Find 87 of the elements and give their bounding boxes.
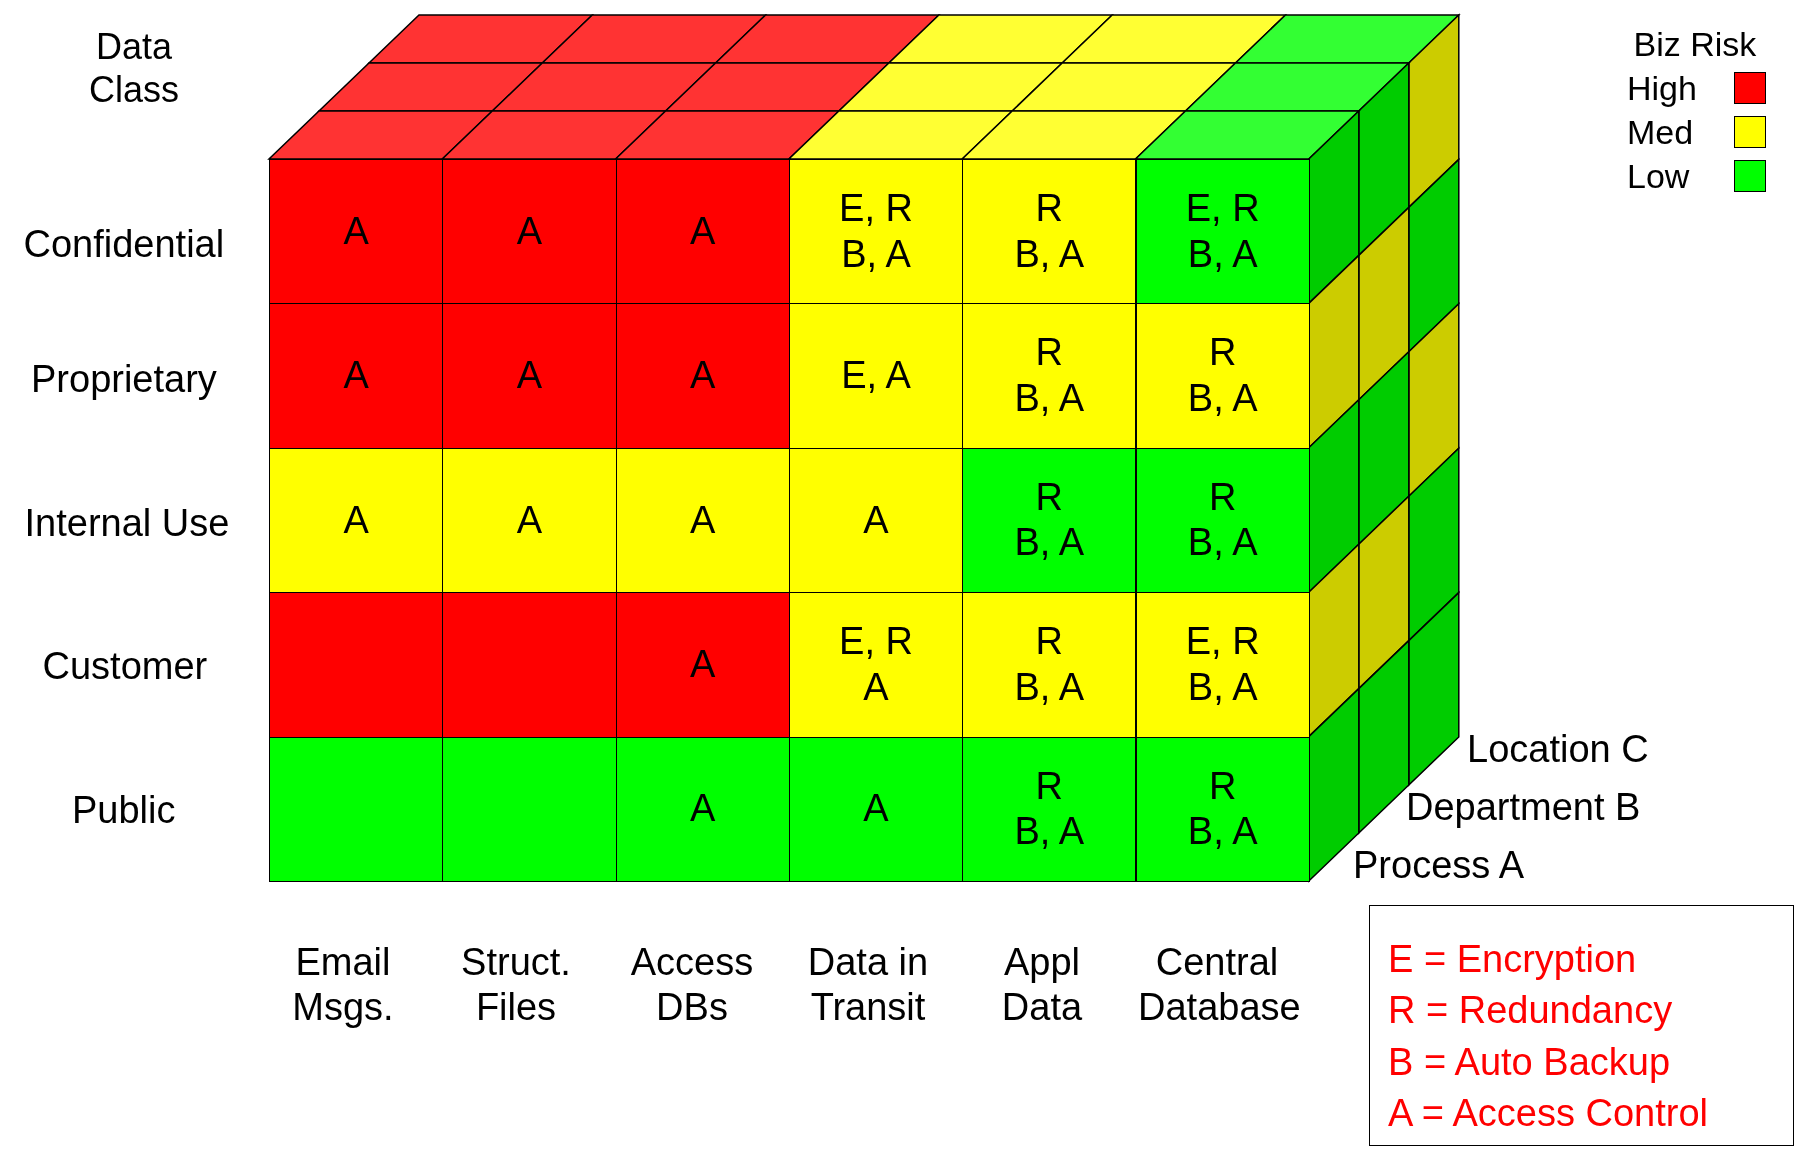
matrix-cell: [1135, 447, 1310, 594]
cell-text: B, A: [1187, 520, 1258, 566]
cell-text: B, A: [1014, 664, 1085, 710]
cell-text: B, A: [1187, 376, 1258, 422]
cell-text: R: [1208, 474, 1237, 520]
key-text: A = Access Control: [1388, 1090, 1709, 1136]
cell-text: R: [1035, 474, 1064, 520]
matrix-cell: [615, 592, 790, 738]
cell-text: B, A: [1014, 376, 1085, 422]
matrix-cell: [962, 736, 1137, 882]
matrix-cell: [962, 447, 1137, 594]
cell-text: B, A: [1187, 231, 1258, 277]
matrix-cell: [615, 736, 790, 882]
row-label: Proprietary: [31, 357, 217, 402]
cell-text: A: [863, 664, 889, 710]
key-text: B = Auto Backup: [1388, 1039, 1672, 1085]
depth-label: Process A: [1353, 843, 1525, 888]
cell-text: R: [1035, 763, 1064, 809]
matrix-cell: [1135, 736, 1310, 882]
cell-text: A: [343, 208, 369, 254]
cell-text: A: [690, 208, 716, 254]
cell-text: R: [1035, 619, 1064, 665]
key-box: [1369, 905, 1794, 1146]
legend-label: Low: [1627, 156, 1690, 197]
column-label: Data in Transit: [806, 939, 930, 1031]
matrix-cell: [962, 592, 1137, 738]
cell-text: B, A: [1187, 664, 1258, 710]
matrix-cell: [615, 303, 790, 449]
legend-label: Med: [1627, 112, 1694, 153]
cell-text: B, A: [1014, 520, 1085, 566]
cell-text: E, R: [1185, 619, 1260, 665]
cell-text: A: [516, 353, 543, 399]
matrix-cell: [615, 447, 790, 594]
column-label: Appl Data: [1000, 939, 1084, 1031]
matrix-cell: [269, 303, 444, 449]
row-label: Public: [72, 788, 176, 833]
axis-title: Data Class: [88, 25, 180, 112]
cell-text: A: [690, 353, 716, 399]
row-label: Internal Use: [24, 501, 230, 546]
cell-text: B, A: [1187, 809, 1258, 855]
cell-text: R: [1208, 763, 1237, 809]
key-text: R = Redundancy: [1388, 988, 1674, 1034]
matrix-cell: [269, 447, 444, 594]
cell-text: E, R: [839, 619, 913, 665]
matrix-cell: [1135, 592, 1310, 738]
matrix-cell: [788, 447, 964, 594]
cell-text: B, A: [841, 231, 911, 277]
matrix-cell: [962, 159, 1137, 305]
matrix-cell: [442, 447, 617, 594]
matrix-cell: [442, 159, 617, 305]
cell-text: E, R: [1185, 186, 1260, 232]
cell-text: R: [1035, 186, 1064, 232]
matrix-cell: [962, 303, 1137, 449]
matrix-cell: [442, 303, 617, 449]
cell-text: B, A: [1014, 231, 1085, 277]
cell-text: A: [343, 353, 369, 399]
legend-label: High: [1627, 68, 1697, 109]
column-label: Struct. Files: [460, 939, 572, 1031]
matrix-cell: [788, 159, 964, 305]
cell-text: B, A: [1014, 809, 1085, 855]
cell-text: E, R: [839, 186, 913, 232]
matrix-cell: [615, 159, 790, 305]
matrix-cell: [1135, 303, 1310, 449]
column-label: Access DBs: [629, 939, 755, 1031]
matrix-cell: [788, 736, 964, 882]
cell-text: E, A: [841, 353, 911, 399]
cell-text: A: [343, 497, 369, 543]
matrix-cell: [1135, 159, 1310, 305]
depth-label: Department B: [1406, 785, 1641, 830]
cell-text: A: [690, 786, 716, 832]
cell-text: A: [516, 208, 543, 254]
depth-label: Location C: [1467, 727, 1649, 772]
cell-text: R: [1208, 330, 1237, 376]
legend-title: Biz Risk: [1633, 23, 1757, 65]
cell-text: A: [863, 497, 889, 543]
cell-text: A: [516, 497, 543, 543]
matrix-cell: [269, 159, 444, 305]
key-text: E = Encryption: [1388, 937, 1638, 982]
cell-text: A: [690, 497, 716, 543]
cell-text: A: [690, 642, 716, 688]
column-label: Email Msgs.: [291, 939, 395, 1031]
cell-text: R: [1035, 330, 1064, 376]
cell-text: A: [863, 786, 889, 832]
matrix-cell: [788, 303, 964, 449]
row-label: Customer: [42, 644, 208, 689]
row-label: Confidential: [23, 222, 225, 267]
matrix-cell: [788, 592, 964, 738]
